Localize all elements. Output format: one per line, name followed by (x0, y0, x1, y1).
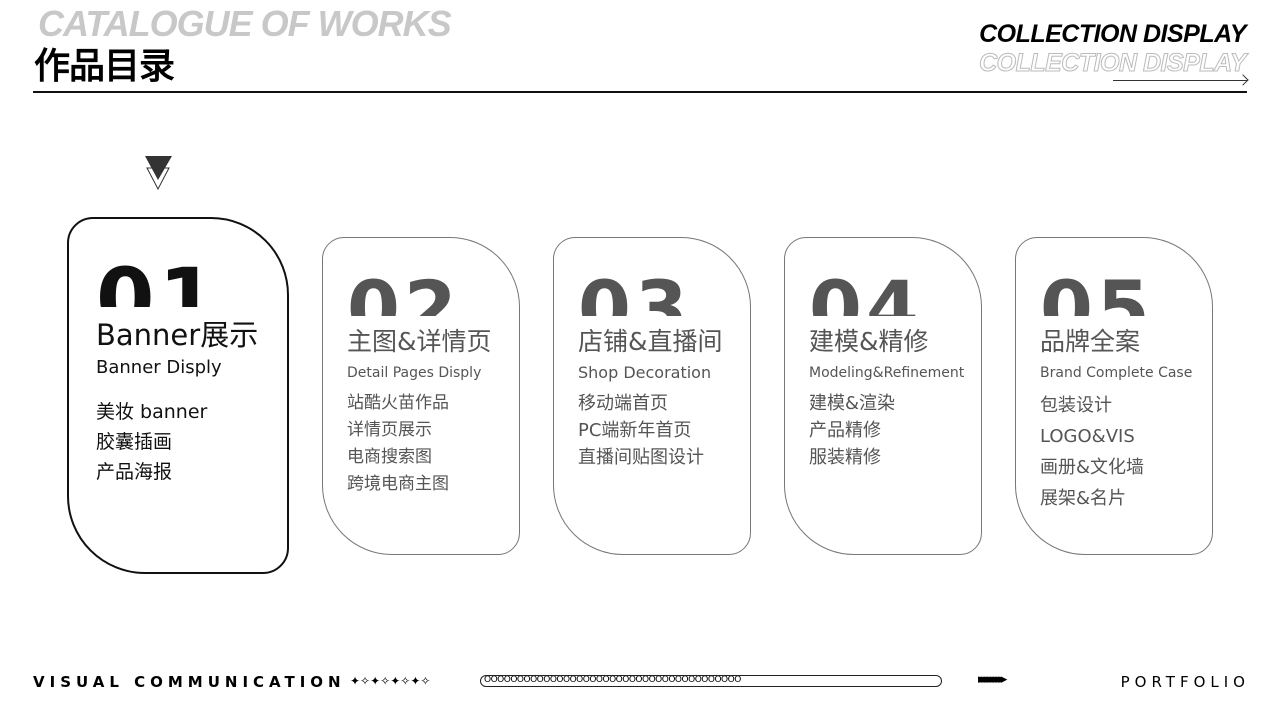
category-card[interactable]: 01 Banner展示 Banner Disply 美妆 banner 胶囊插画产… (67, 217, 289, 574)
card-subtitle: Shop Decoration (578, 363, 712, 382)
card-item[interactable]: PC端新年首页 (578, 420, 692, 441)
down-triangle-icon (145, 156, 172, 190)
background-title: CATALOGUE OF WORKS (38, 3, 452, 44)
card-item[interactable]: 电商搜索图 (347, 447, 432, 467)
header-divider (33, 91, 1247, 93)
card-number: 05 (1040, 271, 1154, 316)
card-item[interactable]: 详情页展示 (347, 420, 432, 440)
card-number: 04 (809, 271, 923, 316)
collection-display-title: COLLECTION DISPLAY (979, 20, 1246, 48)
card-subtitle: Banner Disply (96, 357, 222, 378)
card-items: 建模&渲染产品精修服装精修 (809, 390, 895, 471)
card-item[interactable]: 产品海报 (96, 461, 173, 483)
card-number: 01 (96, 257, 221, 307)
card-item[interactable]: 展架&名片 (1040, 488, 1127, 509)
card-item[interactable]: 服装精修 (809, 447, 881, 468)
card-items: 站酷火苗作品详情页展示电商搜索图跨境电商主图 (347, 390, 449, 498)
card-item[interactable]: 包装设计 (1040, 395, 1112, 416)
footer-visual-communication: VISUAL COMMUNICATION (33, 673, 346, 691)
card-title: 品牌全案 (1040, 327, 1141, 356)
card-title: 主图&详情页 (347, 327, 492, 356)
arrow-right-icon (1113, 80, 1247, 81)
page-title: 作品目录 (34, 46, 175, 87)
progress-decoration: OOOOOOOOOOOOOOOOOOOOOOOOOOOOOOOOOOOOOOO (480, 675, 942, 687)
category-card[interactable]: 04 建模&精修 Modeling&Refinement 建模&渲染产品精修服装… (784, 237, 982, 555)
card-item[interactable]: 跨境电商主图 (347, 474, 449, 494)
card-title: Banner展示 (96, 318, 259, 352)
card-item[interactable]: 胶囊插画 (96, 431, 173, 453)
card-item[interactable]: 站酷火苗作品 (347, 393, 449, 413)
card-item[interactable]: 产品精修 (809, 420, 881, 441)
card-item[interactable]: 画册&文化墙 (1040, 457, 1145, 478)
card-item[interactable]: LOGO&VIS (1040, 426, 1135, 447)
card-items: 包装设计 LOGO&VIS 画册&文化墙展架&名片 (1040, 390, 1144, 514)
star-decoration-icon: ✦✧✦✧✦✧✦✧ (350, 674, 431, 688)
card-items: 移动端首页 PC端新年首页直播间贴图设计 (578, 390, 704, 471)
card-item[interactable]: 直播间贴图设计 (578, 447, 704, 468)
footer-portfolio: PORTFOLIO (1120, 673, 1250, 691)
card-title: 建模&精修 (809, 327, 929, 356)
card-title: 店铺&直播间 (578, 327, 723, 356)
category-card[interactable]: 05 品牌全案 Brand Complete Case 包装设计 LOGO&VIS… (1015, 237, 1213, 555)
chevrons-decoration-icon: ▸▸▸▸▸▸▸▸▸▸▸▸▸▸▸▸ (978, 672, 1007, 687)
card-number: 03 (578, 271, 692, 316)
card-number: 02 (347, 271, 461, 316)
collection-display-shadow: COLLECTION DISPLAY (979, 49, 1247, 77)
card-item[interactable]: 移动端首页 (578, 393, 668, 414)
category-card[interactable]: 03 店铺&直播间 Shop Decoration 移动端首页 PC端新年首页直播… (553, 237, 751, 555)
card-items: 美妆 banner 胶囊插画产品海报 (96, 397, 207, 487)
card-subtitle: Brand Complete Case (1040, 365, 1193, 381)
category-card[interactable]: 02 主图&详情页 Detail Pages Disply 站酷火苗作品详情页展… (322, 237, 520, 555)
card-subtitle: Detail Pages Disply (347, 365, 482, 381)
card-subtitle: Modeling&Refinement (809, 365, 965, 381)
card-item[interactable]: 建模&渲染 (809, 393, 896, 414)
card-item[interactable]: 美妆 banner (96, 401, 208, 423)
